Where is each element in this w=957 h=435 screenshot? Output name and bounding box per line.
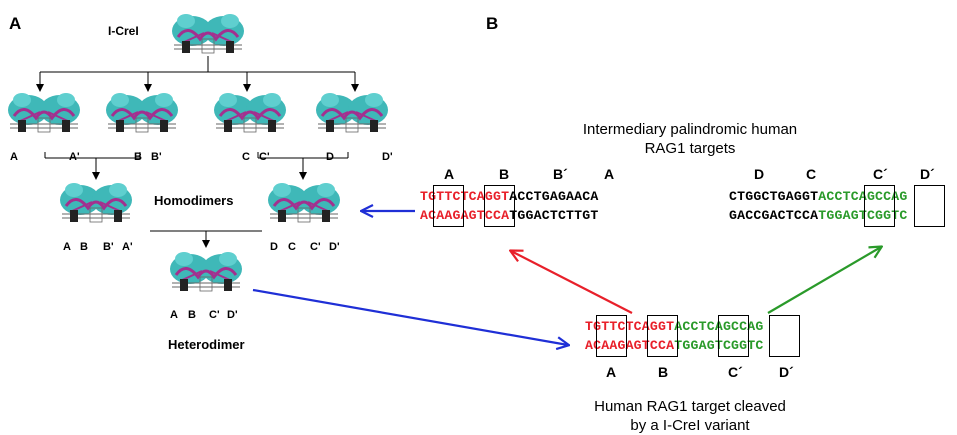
site-label: C: [242, 151, 250, 163]
variant-c-protein: [212, 91, 288, 134]
human-site-box-d-prime: [769, 315, 800, 357]
site-label: C': [259, 151, 270, 163]
left-bottom-red: ACAAGAGTCCA: [420, 208, 510, 223]
human-target-label: B: [658, 364, 669, 380]
homodimer-left-site: A': [122, 241, 133, 253]
left-target-label: B: [499, 166, 510, 182]
panel-a-letter: A: [9, 14, 22, 33]
right-bottom-green: TGGAGTCGGTC: [818, 208, 908, 223]
left-top-black: ACCTGAGAACA: [509, 189, 599, 204]
site-box-b: [484, 185, 515, 227]
intermediary-caption-line2: RAG1 targets: [644, 140, 736, 157]
homodimer-left-site: B: [80, 241, 88, 253]
right-target-label: C´: [873, 166, 888, 182]
left-target-label: A: [444, 166, 455, 182]
right-target-label: D: [754, 166, 765, 182]
homodimers-label: Homodimers: [154, 193, 234, 208]
variant-a-protein: [6, 91, 82, 134]
right-target-top-strand: CTGGCTGAGGTACCTCAGCCAG: [729, 187, 908, 206]
human-bottom-red: ACAAGAGTCCA: [585, 338, 675, 353]
site-label: D: [326, 151, 334, 163]
homodimer-right-site: D: [270, 241, 278, 253]
right-target-label: D´: [920, 166, 935, 182]
human-top-red: TGTTCTCAGGT: [585, 319, 675, 334]
heterodimer-site: A: [170, 309, 178, 321]
intermediary-caption-line1: Intermediary palindromic human: [582, 121, 798, 138]
human-site-box-a: [596, 315, 627, 357]
right-bottom-black: GACCGACTCCA: [729, 208, 819, 223]
heterodimer-protein: [168, 250, 244, 293]
left-top-red: TGTTCTCAGGT: [420, 189, 510, 204]
root-protein-structure: [170, 12, 246, 55]
left-target-label: A: [604, 166, 615, 182]
site-box-c-prime: [864, 185, 895, 227]
red-arrow-to-left-target: [511, 251, 633, 314]
homodimer-left-site: A: [63, 241, 71, 253]
site-box-a: [433, 185, 464, 227]
human-caption-line2: by a I-CreI variant: [630, 417, 750, 434]
site-label: B: [134, 151, 142, 163]
human-caption-line1: Human RAG1 target cleaved: [594, 398, 786, 415]
left-target-top-strand: TGTTCTCAGGTACCTGAGAACA: [420, 187, 599, 206]
right-target-bottom-strand: GACCGACTCCATGGAGTCGGTC: [729, 206, 908, 225]
site-label: A': [69, 151, 80, 163]
heterodimer-site: C': [209, 309, 220, 321]
human-target-label: D´: [779, 364, 794, 380]
homodimer-right-site: C': [310, 241, 321, 253]
right-target-label: C: [806, 166, 817, 182]
variant-b-protein: [104, 91, 180, 134]
homodimer-right-protein: [266, 181, 342, 224]
green-arrow-to-right-target: [767, 247, 881, 314]
human-target-label: C´: [728, 364, 743, 380]
left-target-label: B´: [553, 166, 568, 182]
left-target-bottom-strand: ACAAGAGTCCATGGACTCTTGT: [420, 206, 599, 225]
heterodimer-site: B: [188, 309, 196, 321]
right-top-black: CTGGCTGAGGT: [729, 189, 819, 204]
human-target-label: A: [606, 364, 617, 380]
homodimer-left-protein: [58, 181, 134, 224]
human-site-box-b: [647, 315, 678, 357]
human-target-top-strand: TGTTCTCAGGTACCTCAGCCAG: [585, 317, 764, 336]
variant-d-protein: [314, 91, 390, 134]
left-bottom-black: TGGACTCTTGT: [509, 208, 599, 223]
site-label: D': [382, 151, 393, 163]
intermediary-caption: Intermediary palindromic human RAG1 targ…: [540, 120, 840, 158]
site-label: A: [10, 151, 18, 163]
site-label: B': [151, 151, 162, 163]
homodimer-right-site: C: [288, 241, 296, 253]
heterodimer-label: Heterodimer: [168, 337, 245, 352]
blue-arrow-to-human-target: [252, 288, 568, 345]
right-top-green: ACCTCAGCCAG: [818, 189, 908, 204]
i-crei-label: I-CreI: [108, 24, 139, 38]
human-caption: Human RAG1 target cleaved by a I-CreI va…: [580, 397, 800, 435]
homodimer-right-site: D': [329, 241, 340, 253]
human-site-box-c-prime: [718, 315, 749, 357]
heterodimer-site: D': [227, 309, 238, 321]
site-box-d-prime: [914, 185, 945, 227]
homodimer-left-site: B': [103, 241, 114, 253]
panel-b-letter: B: [486, 14, 499, 33]
